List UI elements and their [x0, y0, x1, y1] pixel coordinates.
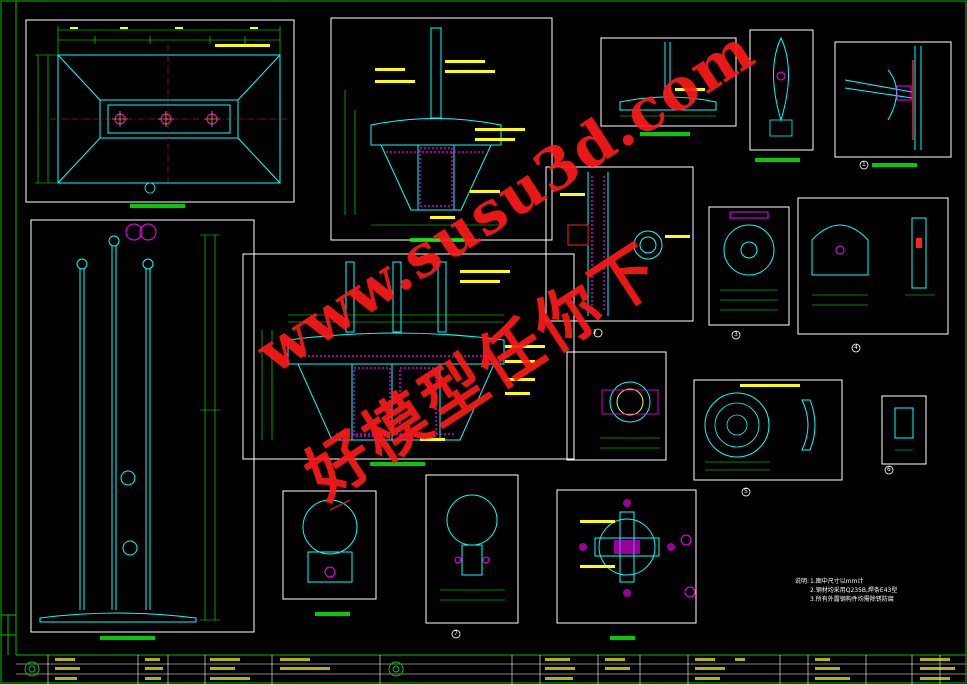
notes-line-2: 2.钢材均采用Q235B,焊条E43型	[810, 587, 898, 594]
notes-line-1: 1.图中尺寸以mm计	[810, 578, 864, 585]
view-plate	[797, 197, 949, 353]
title-block	[16, 655, 966, 684]
view-section-a	[330, 17, 553, 242]
view-section-1-1	[566, 351, 667, 461]
title-block-marks	[55, 658, 955, 680]
notes-line-3: 3.所有外露钢构件均需除锈防腐	[810, 596, 894, 603]
view-pipe-detail	[545, 166, 694, 338]
detail-number-7: 7	[454, 630, 458, 637]
detail-number-6: 6	[887, 466, 891, 473]
view-bracket	[749, 29, 814, 162]
detail-number-4: 4	[854, 344, 858, 351]
view-ball-detail-b	[425, 474, 519, 639]
detail-number-5: 5	[744, 488, 748, 495]
notes-label: 说明:	[795, 578, 810, 585]
detail-number-3: 3	[734, 331, 738, 338]
view-tall-elevation	[30, 219, 255, 640]
title-block-logos	[24, 661, 404, 677]
view-flange	[708, 206, 790, 340]
view-cross-joint	[556, 489, 697, 640]
view-ring-flange	[693, 379, 843, 497]
view-section-b	[242, 253, 575, 466]
view-connection	[834, 41, 952, 170]
view-small-plate	[881, 395, 927, 475]
detail-number-2: 2	[593, 329, 597, 336]
view-ball-detail-a	[282, 490, 377, 616]
view-small-elevation	[600, 37, 737, 136]
view-base-plan	[25, 19, 295, 208]
detail-number-1: 1	[862, 161, 866, 168]
